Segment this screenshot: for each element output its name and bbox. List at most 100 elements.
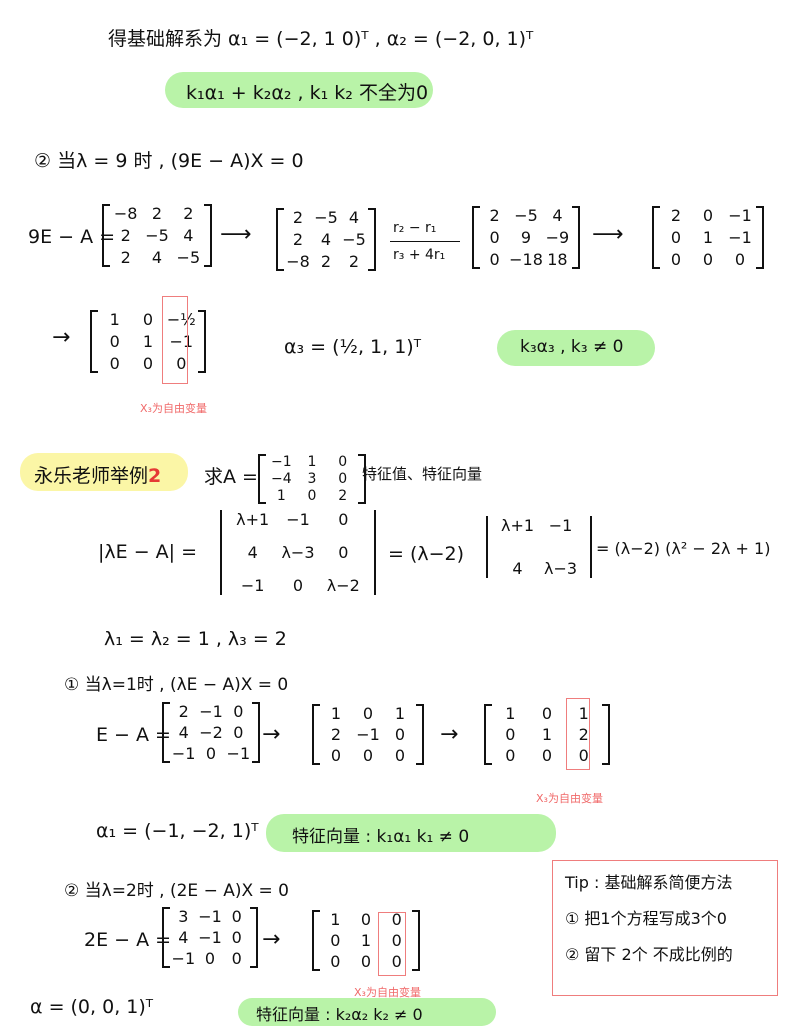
matrix-cell: −1: [198, 928, 222, 947]
row-op-1: r₂ − r₁: [393, 220, 437, 236]
matrix-cell: 0: [489, 250, 500, 269]
matrix-cell: −1: [198, 907, 222, 926]
matrix-cell: −8: [113, 204, 138, 223]
matrix-cell: 0: [394, 746, 406, 765]
matrix-cell: 4: [320, 230, 332, 249]
matrix-cell: 2: [292, 230, 304, 249]
matrix-cell: 4: [178, 928, 189, 947]
matrix-cell: 0: [702, 250, 714, 269]
matrix-cell: 4: [178, 723, 189, 742]
matrix-cell: 0: [541, 704, 553, 723]
matrix-cell: 2: [338, 488, 348, 504]
matrix-cell: −1: [728, 228, 752, 247]
alpha1-eigenvector: 特征向量 : k₁α₁ k₁ ≠ 0: [292, 827, 470, 847]
matrix-cell: 3: [178, 907, 189, 926]
free-variable-note: X₃为自由变量: [354, 986, 421, 999]
tip-title: Tip : 基础解系简便方法: [565, 873, 733, 892]
matrix-cell: 2: [183, 204, 194, 223]
matrix-cell: 0: [702, 206, 714, 225]
free-variable-note: X₃为自由变量: [536, 792, 603, 805]
matrix-cell: 1: [330, 704, 342, 723]
matrix-cell: λ+1: [500, 516, 535, 535]
general-solution-highlight: [165, 72, 433, 108]
matrix-cell: 0: [670, 250, 682, 269]
matrix-cell: 4: [348, 208, 360, 227]
matrix-cell: 0: [360, 952, 372, 971]
alpha2-eigenvector: 特征向量 : k₂α₂ k₂ ≠ 0: [256, 1005, 423, 1024]
matrix-cell: 0: [391, 910, 402, 929]
matrix-cell: 0: [231, 949, 242, 968]
matrix-cell: −1: [240, 576, 265, 595]
matrix-cell: −18: [509, 250, 543, 269]
matrix-cell: 2: [348, 252, 360, 271]
matrix-cell: 0: [292, 576, 304, 595]
free-variable-highlight: [566, 698, 590, 770]
matrix-cell: −1: [356, 725, 380, 744]
matrix-cell: 0: [391, 952, 402, 971]
alpha1-vector: α₁ = (−1, −2, 1)ᵀ: [96, 820, 259, 842]
example-title-highlight: [20, 453, 188, 491]
matrix-cell: 0: [391, 931, 402, 950]
matrix-cell: −5: [176, 248, 201, 267]
matrix-cell: 1: [702, 228, 714, 247]
matrix-cell: 1: [330, 910, 341, 929]
matrix-cell: 0: [670, 228, 682, 247]
matrix-cell: 0: [338, 510, 349, 529]
matrix-cell: 2: [292, 208, 304, 227]
characteristic-polynomial: = (λ−2) (λ² − 2λ + 1): [596, 539, 771, 558]
label-E-A: E − A =: [96, 724, 171, 746]
arrow-icon: →: [440, 722, 459, 747]
matrix-cell: 0: [362, 746, 374, 765]
matrix-cell: 0: [142, 310, 154, 329]
basis-solution-line: 得基础解系为 α₁ = (−2, 1 0)ᵀ , α₂ = (−2, 0, 1)…: [108, 28, 534, 50]
matrix-cell: 0: [231, 928, 242, 947]
matrix-cell: 1: [578, 704, 589, 723]
alpha3-vector: α₃ = (½, 1, 1)ᵀ: [284, 336, 422, 358]
matrix-cell: 0: [360, 910, 372, 929]
matrix-cell: 0: [489, 228, 500, 247]
matrix-cell: 0: [578, 746, 589, 765]
example-question-prefix: 求A =: [204, 466, 258, 488]
matrix-cell: 0: [204, 949, 216, 968]
matrix-cell: −5: [514, 206, 538, 225]
matrix-cell: 0: [205, 744, 217, 763]
matrix-cell: 1: [394, 704, 406, 723]
general-solution-text: k₁α₁ + k₂α₂ , k₁ k₂ 不全为0: [186, 82, 429, 104]
row-op-2: r₃ + 4r₁: [393, 247, 446, 263]
example-title-text: 永乐老师举例: [34, 465, 149, 487]
tip-box: Tip : 基础解系简便方法 ① 把1个方程写成3个0 ② 留下 2个 不成比例…: [552, 860, 778, 996]
matrix-cell: 0: [307, 488, 317, 504]
matrix-cell: 4: [247, 543, 258, 562]
example-question-suffix: 特征值、特征向量: [362, 465, 483, 483]
free-variable-note: X₃为自由变量: [140, 402, 207, 415]
matrix-cell: 0: [109, 332, 120, 351]
arrow-icon: →: [262, 927, 281, 952]
matrix-cell: 2: [489, 206, 500, 225]
matrix-cell: 0: [541, 746, 553, 765]
matrix-cell: 0: [233, 702, 244, 721]
label-9E-A: 9E − A =: [28, 226, 116, 248]
matrix-cell: 0: [176, 354, 187, 373]
matrix-cell: −1: [171, 949, 196, 968]
matrix-cell: 2: [120, 248, 131, 267]
arrow-icon: →: [262, 722, 281, 747]
matrix-cell: −4: [271, 471, 292, 487]
matrix-cell: 0: [233, 723, 244, 742]
characteristic-determinant-label: |λE − A| =: [98, 541, 198, 563]
matrix-cell: 9: [520, 228, 532, 247]
matrix-cell: 1: [541, 725, 553, 744]
matrix-cell: −2: [199, 723, 223, 742]
example-title: 永乐老师举例2: [34, 461, 161, 488]
matrix-cell: 0: [142, 354, 154, 373]
matrix-cell: 0: [505, 746, 516, 765]
row-op-arrow: [390, 241, 460, 242]
